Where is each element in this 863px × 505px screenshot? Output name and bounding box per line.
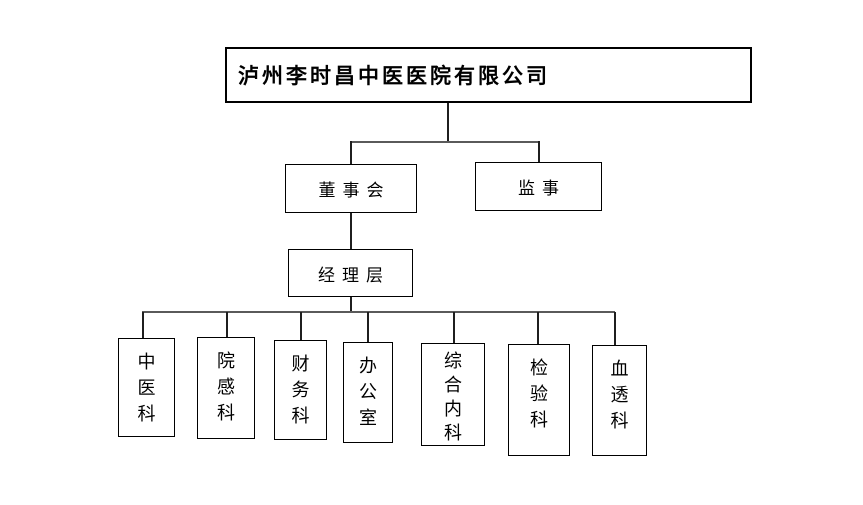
connector-governance-rail: [351, 141, 540, 143]
connector-departments-rail: [142, 311, 615, 313]
org-node-supervisor: 监事: [475, 162, 602, 211]
board-label: 董事会: [318, 181, 391, 200]
connector-dept-internal-medicine-stub: [453, 312, 455, 343]
management-label: 经理层: [318, 265, 390, 285]
org-node-dept-tcm: 中医科: [118, 338, 175, 437]
connector-dept-hemodialysis-stub: [614, 312, 616, 345]
dept-office-label: 办公室: [359, 356, 377, 428]
org-node-board: 董事会: [285, 164, 417, 213]
org-node-dept-finance: 财务科: [274, 340, 327, 440]
supervisor-label: 监事: [518, 179, 566, 198]
org-node-dept-hemodialysis: 血透科: [592, 345, 647, 456]
org-node-company: 泸州李时昌中医医院有限公司: [225, 47, 752, 103]
dept-hemodialysis-label: 血透科: [610, 359, 629, 431]
org-node-dept-laboratory: 检验科: [508, 344, 570, 456]
connector-company-down: [447, 103, 449, 143]
dept-finance-label: 财务科: [291, 354, 310, 426]
company-name-label: 泸州李时昌中医医院有限公司: [238, 64, 550, 88]
connector-dept-finance-stub: [300, 312, 302, 340]
connector-board-stub: [350, 141, 352, 165]
connector-management-down: [350, 297, 352, 313]
connector-dept-laboratory-stub: [537, 312, 539, 344]
org-node-management: 经理层: [288, 249, 413, 297]
connector-board-management: [350, 213, 352, 249]
org-node-dept-general-internal-medicine: 综合内科: [421, 343, 485, 446]
connector-dept-tcm-stub: [142, 312, 144, 338]
dept-general-internal-medicine-label: 综合内科: [444, 351, 462, 443]
connector-dept-infection-stub: [226, 312, 228, 337]
connector-supervisor-stub: [538, 141, 540, 163]
dept-laboratory-label: 检验科: [530, 358, 548, 430]
dept-infection-control-label: 院感科: [217, 351, 235, 423]
connector-dept-office-stub: [367, 312, 369, 342]
org-node-dept-infection-control: 院感科: [197, 337, 255, 439]
dept-tcm-label: 中医科: [137, 352, 156, 424]
org-node-dept-office: 办公室: [343, 342, 393, 443]
